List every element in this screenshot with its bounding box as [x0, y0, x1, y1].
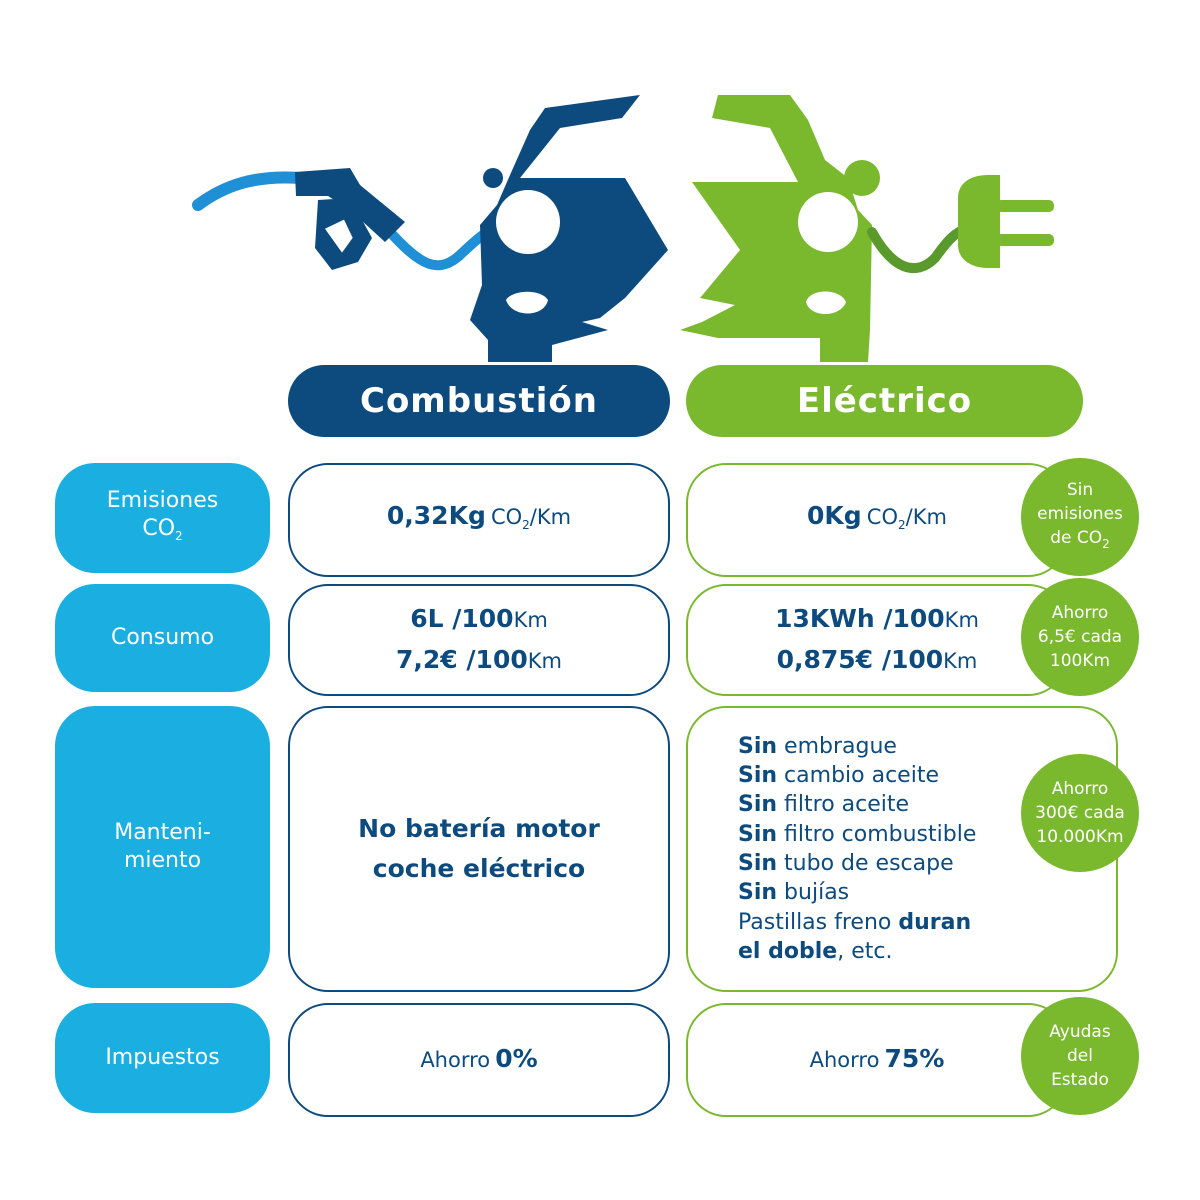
header-illustration	[192, 95, 1054, 362]
electric-car-icon	[680, 95, 880, 362]
combustion-consumption-cell: 6L /100Km 7,2€ /100Km	[288, 584, 670, 696]
combustion-emissions-unit: CO2/Km	[490, 504, 572, 532]
electric-taxes-cell: Ahorro 75%	[686, 1003, 1068, 1117]
fuel-hose	[192, 171, 306, 211]
taxes-badge: Ayudas del Estado	[1021, 997, 1139, 1115]
electric-plug-icon	[958, 175, 1054, 268]
combustion-taxes-text: Ahorro	[420, 1047, 491, 1072]
maintenance-item: Sin bujías	[738, 880, 850, 906]
row-label-maintenance: Manteni- miento	[55, 706, 270, 988]
row-label-consumption: Consumo	[55, 584, 270, 692]
fuel-nozzle-icon	[295, 168, 405, 270]
combustion-consumption-line2: 7,2€ /100Km	[396, 645, 562, 674]
combustion-consumption-line1: 6L /100Km	[410, 604, 548, 633]
combustion-header: Combustión	[288, 365, 670, 437]
electric-header-label: Eléctrico	[796, 381, 973, 421]
combustion-emissions-cell: 0,32Kg CO2/Km	[288, 463, 670, 577]
combustion-header-label: Combustión	[360, 381, 598, 421]
electric-taxes-value: 75%	[884, 1043, 945, 1073]
plug-cable	[867, 223, 973, 274]
emissions-label-line2: CO2	[142, 515, 183, 543]
maintenance-item: Sin cambio aceite	[738, 763, 939, 789]
combustion-maintenance-line1: No batería motor	[358, 814, 600, 843]
maintenance-item: Sin embrague	[738, 733, 897, 759]
combustion-taxes-cell: Ahorro 0%	[288, 1003, 670, 1117]
electric-consumption-line2: 0,875€ /100Km	[776, 645, 978, 674]
maintenance-item: Sin filtro combustible	[738, 821, 977, 847]
electric-consumption-cell: 13KWh /100Km 0,875€ /100Km	[686, 584, 1068, 696]
combustion-car-icon	[470, 95, 668, 362]
maintenance-item: Sin filtro aceite	[738, 792, 910, 818]
row-label-emissions: Emisiones CO2	[55, 463, 270, 573]
emissions-label-line1: Emisiones	[106, 487, 219, 513]
electric-emissions-unit: CO2/Km	[866, 504, 947, 532]
combustion-maintenance-line2: coche eléctrico	[372, 854, 586, 883]
maintenance-item: Sin tubo de escape	[738, 851, 954, 876]
maintenance-badge: Ahorro 300€ cada 10.000Km	[1021, 754, 1139, 872]
electric-consumption-line1: 13KWh /100Km	[775, 604, 979, 633]
electric-maintenance-cell: Sin embrague Sin cambio aceite Sin filtr…	[686, 706, 1118, 992]
maintenance-item: el doble, etc.	[738, 938, 893, 964]
combustion-maintenance-cell: No batería motor coche eléctrico	[288, 706, 670, 992]
electric-taxes-text: Ahorro	[809, 1047, 880, 1072]
electric-emissions-value: 0Kg	[807, 500, 862, 530]
combustion-taxes-value: 0%	[495, 1043, 538, 1073]
maintenance-item: Pastillas freno duran	[738, 909, 972, 935]
row-label-taxes: Impuestos	[55, 1003, 270, 1113]
emissions-badge: Sin emisiones de CO2	[1021, 458, 1139, 576]
electric-header: Eléctrico	[686, 365, 1083, 437]
consumption-badge: Ahorro 6,5€ cada 100Km	[1021, 578, 1139, 696]
electric-emissions-cell: 0Kg CO2/Km	[686, 463, 1068, 577]
combustion-emissions-value: 0,32Kg	[386, 500, 486, 530]
